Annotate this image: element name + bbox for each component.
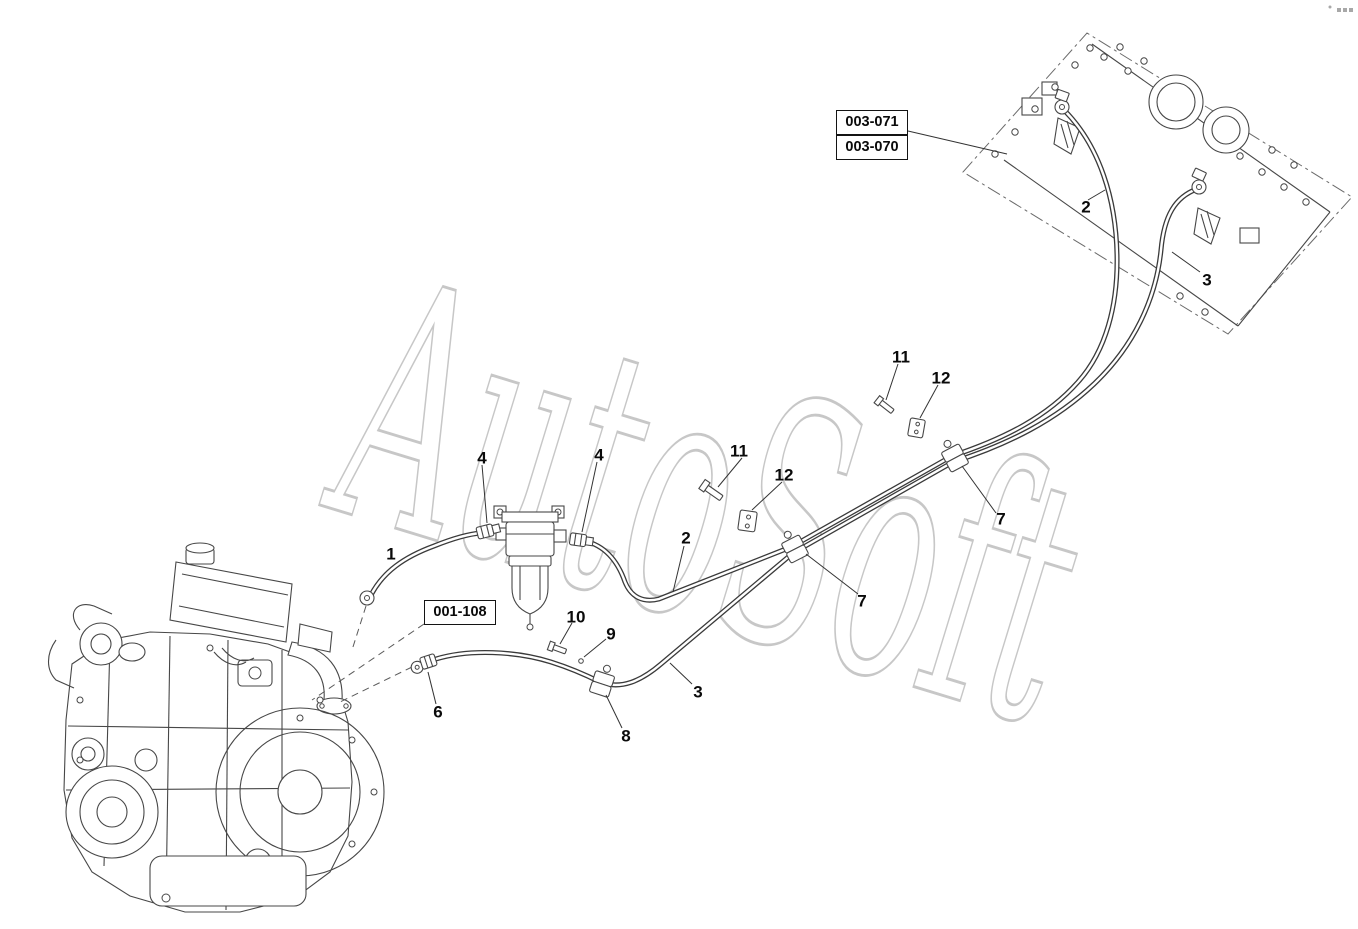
- watermark-text: AutoSoft: [294, 205, 1123, 799]
- callout-7-lower[interactable]: 7: [857, 591, 867, 611]
- callout-7-upper[interactable]: 7: [996, 509, 1006, 529]
- fuel-filter-drawing: [493, 505, 567, 631]
- ref-box-001-108[interactable]: 001-108: [424, 600, 496, 626]
- washer-9: [578, 658, 584, 664]
- hose-2: [582, 88, 1120, 603]
- callout-1[interactable]: 1: [386, 544, 396, 564]
- clamp-7-lower: [781, 530, 809, 564]
- fitting-4-right: [568, 532, 595, 548]
- clamp-7-upper: [941, 439, 969, 473]
- callout-11-lower[interactable]: 11: [730, 441, 748, 461]
- ref-box-003-070[interactable]: 003-070: [836, 135, 908, 161]
- callout-8[interactable]: 8: [621, 726, 631, 746]
- callout-3-middle[interactable]: 3: [693, 682, 703, 702]
- reference-dashed-lines: [311, 605, 425, 703]
- plate-12-upper: [907, 417, 926, 439]
- screw-10: [546, 640, 567, 655]
- fitting-6: [410, 653, 438, 674]
- fuel-tank-drawing: [962, 32, 1353, 335]
- scan-artifact-dots: [1328, 5, 1353, 12]
- ref-box-003-071[interactable]: 003-071: [836, 110, 908, 136]
- engine-drawing: [47, 542, 385, 913]
- callout-leader-lines: [427, 130, 1201, 729]
- callout-12-upper[interactable]: 12: [931, 368, 951, 388]
- plate-12-lower: [737, 509, 758, 533]
- callout-2-tank[interactable]: 2: [1081, 197, 1091, 217]
- hose-3: [433, 167, 1207, 688]
- fitting-4-left: [475, 523, 502, 540]
- callout-6[interactable]: 6: [433, 702, 443, 722]
- callout-11-upper[interactable]: 11: [892, 347, 910, 367]
- callout-9[interactable]: 9: [606, 624, 616, 644]
- callout-4-left[interactable]: 4: [477, 448, 487, 468]
- callout-2-middle[interactable]: 2: [681, 528, 691, 548]
- clamp-8: [589, 664, 615, 698]
- callout-12-lower[interactable]: 12: [774, 465, 794, 485]
- callout-3-tank[interactable]: 3: [1202, 270, 1212, 290]
- screw-11-lower: [698, 478, 724, 501]
- callout-10[interactable]: 10: [566, 607, 586, 627]
- callout-4-right[interactable]: 4: [594, 445, 604, 465]
- hose-1: [359, 530, 484, 606]
- screw-11-upper: [873, 394, 895, 414]
